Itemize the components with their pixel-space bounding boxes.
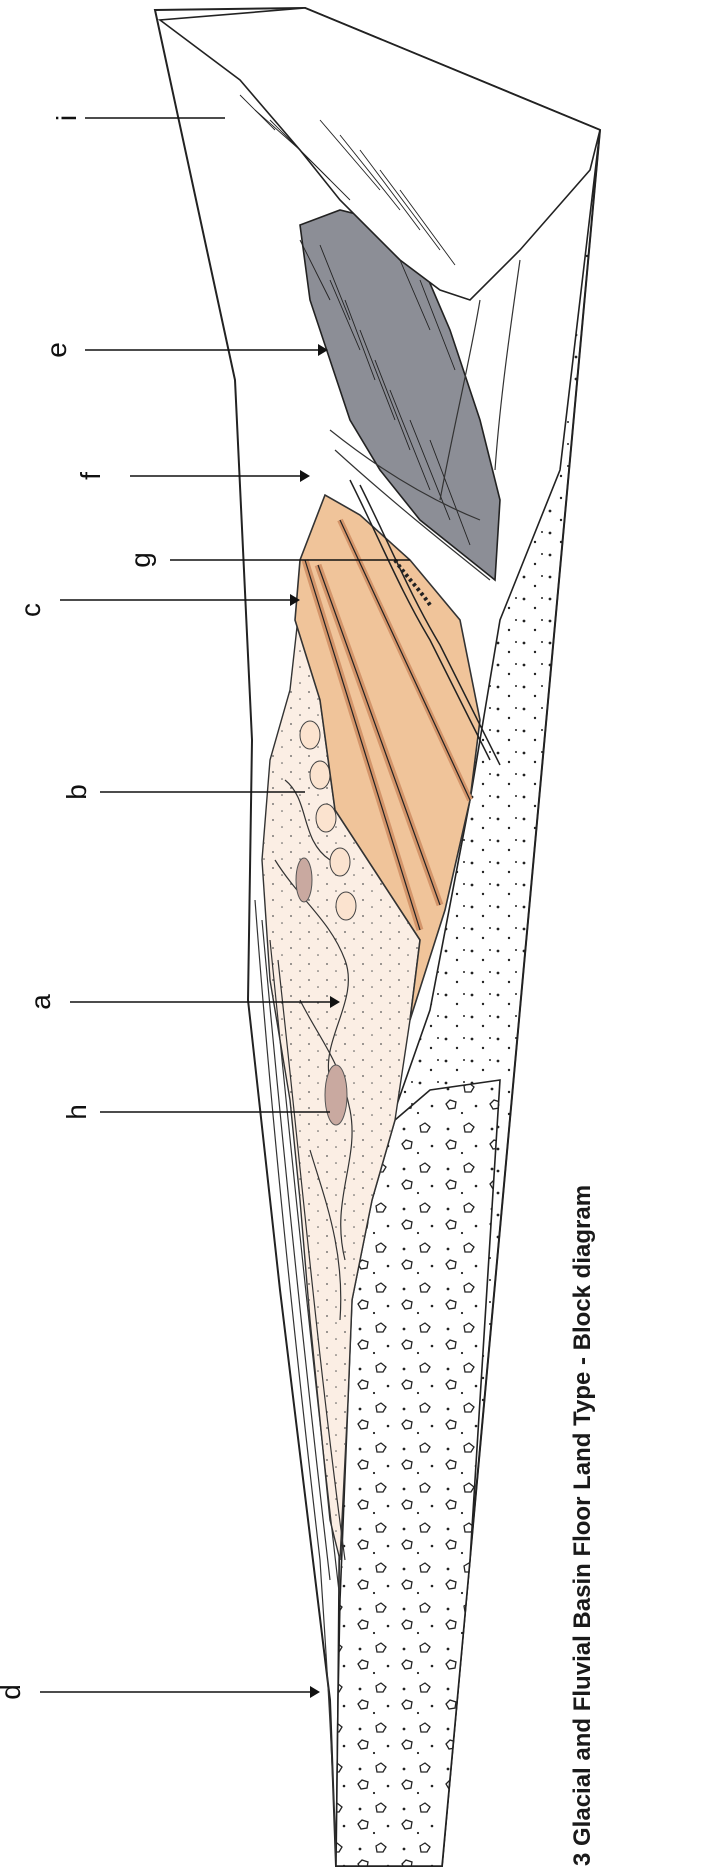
label-d: d <box>0 1684 320 1700</box>
label-f-text: f <box>75 472 106 480</box>
label-c: c <box>15 594 300 617</box>
label-h-text: h <box>61 1104 92 1120</box>
label-g-text: g <box>125 552 156 568</box>
label-d-text: d <box>0 1684 26 1700</box>
diagram-caption: 3 Glacial and Fluvial Basin Floor Land T… <box>569 1185 596 1866</box>
label-f: f <box>75 470 310 482</box>
label-i-text: i <box>51 115 82 121</box>
label-c-text: c <box>15 603 46 617</box>
label-i: i <box>51 115 225 121</box>
wetland-patch-upper <box>296 858 312 902</box>
label-e-text: e <box>41 342 72 358</box>
wetland-patch-h <box>325 1065 347 1125</box>
label-e: e <box>41 342 328 358</box>
label-b-text: b <box>61 784 92 800</box>
label-h: h <box>61 1104 330 1120</box>
label-a-text: a <box>25 994 56 1010</box>
